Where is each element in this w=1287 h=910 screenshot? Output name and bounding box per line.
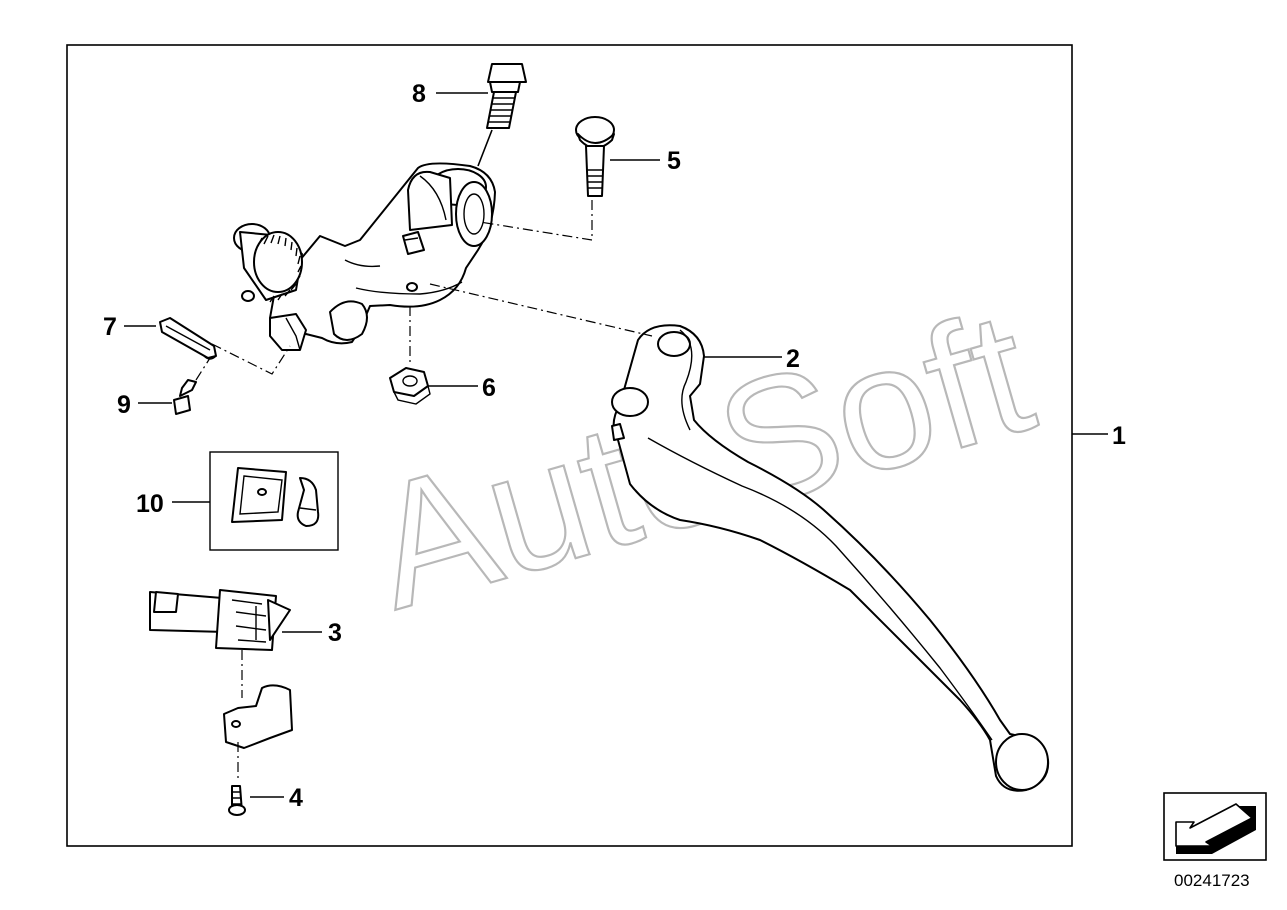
- callout-6: 6: [482, 374, 496, 402]
- part-3-switch: [149, 589, 291, 651]
- callout-2: 2: [786, 345, 800, 373]
- part-bracket-plate: [223, 684, 293, 749]
- callouts: 8 5 2 1 6 7 9 10 3 4: [103, 80, 1126, 812]
- part-lever-bracket: [233, 162, 496, 351]
- part-8-cap-screw: [486, 63, 527, 129]
- leader-lines: [124, 92, 1108, 798]
- callout-5: 5: [667, 147, 681, 175]
- part-6-nut: [389, 367, 431, 405]
- part-5-bolt: [575, 116, 615, 197]
- part-7-clip: [159, 317, 217, 360]
- part-2-hand-lever: [611, 324, 1050, 792]
- diagram-frame: [66, 44, 1073, 847]
- callout-7: 7: [103, 313, 117, 341]
- callout-4: 4: [289, 784, 303, 812]
- callout-8: 8: [412, 80, 426, 108]
- part-9-screw: [173, 379, 197, 415]
- callout-9: 9: [117, 391, 131, 419]
- callout-3: 3: [328, 619, 342, 647]
- orientation-box: [1163, 792, 1267, 861]
- part-4-screw: [228, 785, 246, 816]
- callout-1: 1: [1112, 422, 1126, 450]
- part-10-kit: [209, 451, 339, 551]
- assembly-lines: [195, 129, 653, 782]
- document-number: 00241723: [1174, 871, 1250, 890]
- callout-10: 10: [136, 490, 164, 518]
- arrow-down-left-icon: [1175, 803, 1256, 854]
